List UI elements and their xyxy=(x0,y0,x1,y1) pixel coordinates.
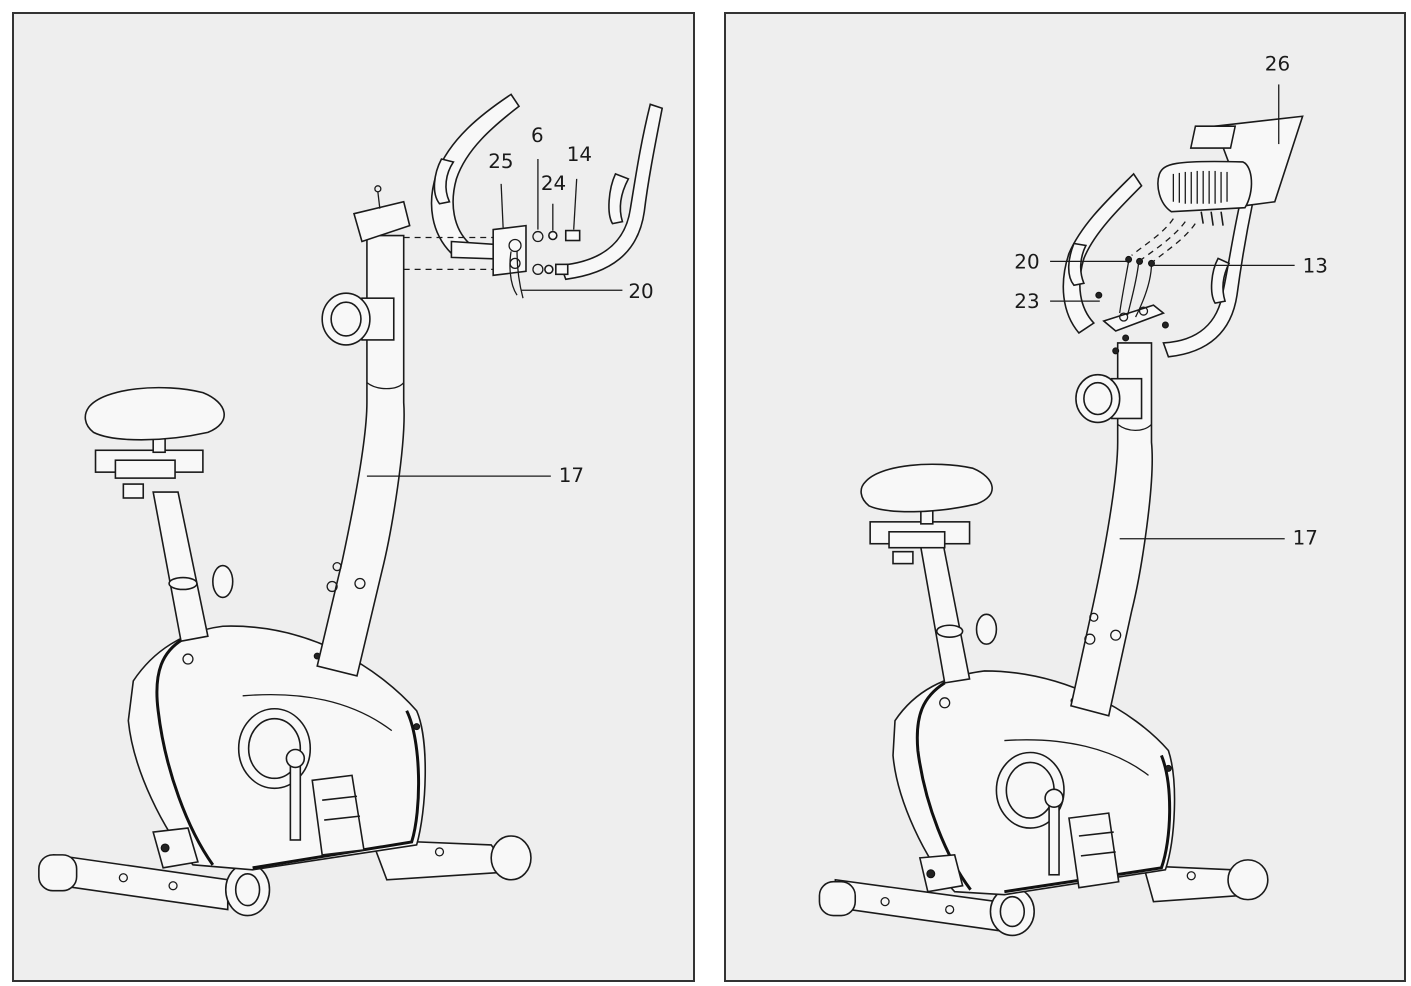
pedal-crank xyxy=(152,748,365,869)
upright-post xyxy=(316,185,411,677)
tension-knob xyxy=(321,292,395,346)
console-mounting-plate xyxy=(1095,291,1169,355)
seat-assembly xyxy=(84,386,234,643)
callout-24: 24 xyxy=(541,172,566,195)
pedal-crank xyxy=(918,788,1120,893)
callout-6: 6 xyxy=(531,124,544,147)
rear-stabilizer xyxy=(818,878,1035,937)
console-wires xyxy=(1119,218,1196,318)
callout-26: 26 xyxy=(1265,53,1290,76)
fasteners xyxy=(532,229,581,276)
rear-stabilizer xyxy=(38,853,271,917)
callout-23: 23 xyxy=(1014,290,1039,313)
console-unit xyxy=(1157,115,1304,226)
assembly-step-left-panel: 25 6 24 14 20 17 xyxy=(12,12,695,982)
upright-post xyxy=(1070,342,1153,717)
callout-14: 14 xyxy=(567,143,592,166)
handlebar-bracket xyxy=(492,224,527,299)
callout-20: 20 xyxy=(628,280,653,303)
exercise-bike-console-assembly-diagram: 26 20 13 23 17 xyxy=(818,53,1328,937)
seat-assembly xyxy=(860,463,998,684)
callout-25: 25 xyxy=(488,150,513,173)
front-stabilizer xyxy=(370,835,532,881)
callout-20: 20 xyxy=(1014,250,1039,273)
console-speaker-grille xyxy=(1172,170,1228,204)
callout-13: 13 xyxy=(1303,254,1328,277)
tension-knob xyxy=(1075,373,1143,424)
front-stabilizer xyxy=(1142,859,1269,903)
assembly-step-right-panel: 26 20 13 23 17 xyxy=(724,12,1406,982)
exercise-bike-handlebar-assembly-diagram: 25 6 24 14 20 17 xyxy=(38,93,664,917)
callout-17: 17 xyxy=(1293,527,1318,550)
callout-17: 17 xyxy=(559,464,584,487)
